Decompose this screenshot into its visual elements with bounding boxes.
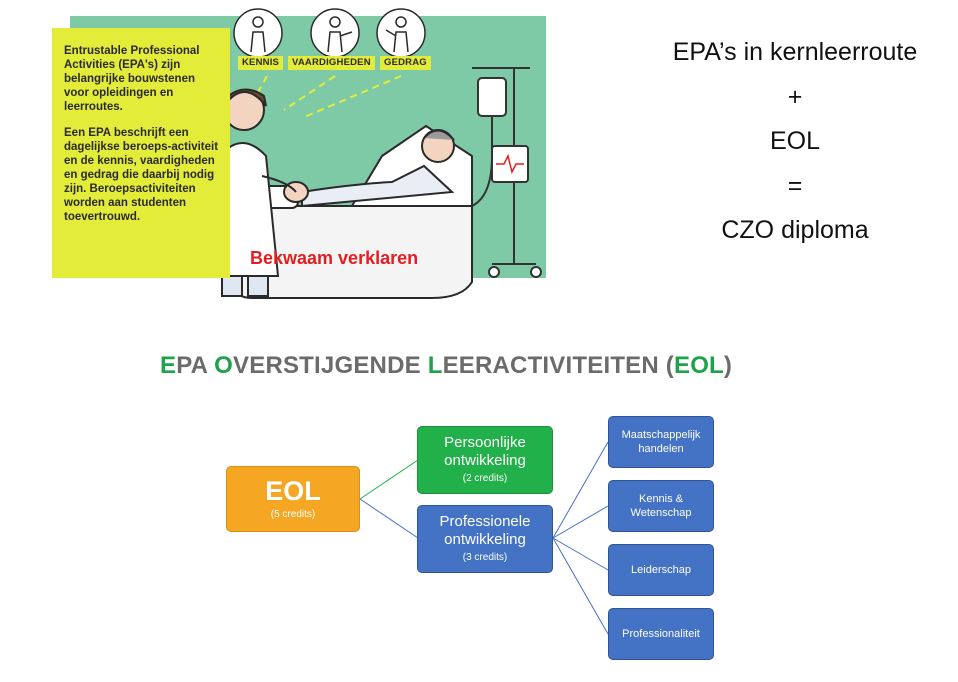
eol-heading: EPA OVERSTIJGENDE LEERACTIVITEITEN (EOL) xyxy=(160,352,732,380)
leaf-label: Professionaliteit xyxy=(622,628,700,640)
thought-bubbles xyxy=(233,8,426,58)
eol-box-title: EOL xyxy=(265,476,321,506)
heading-seg-2: O xyxy=(214,352,234,379)
persoonlijke-ontwikkeling-box: Persoonlijke ontwikkeling (2 credits) xyxy=(417,426,553,494)
heading-seg-7: ) xyxy=(723,352,733,379)
eol-box: EOL (5 credits) xyxy=(226,466,360,532)
dashed-links xyxy=(247,75,402,119)
formula-line-epa: EPA’s in kernleerroute xyxy=(672,38,918,66)
formula: EPA’s in kernleerroute + EOL = CZO diplo… xyxy=(640,30,950,253)
leaf-label: Maatschappelijk handelen xyxy=(621,429,701,455)
persoonlijke-ontwikkeling-title: Persoonlijke ontwikkeling xyxy=(444,434,526,469)
heading-seg-5: EERACTIVITEITEN ( xyxy=(442,352,674,379)
connector-prof-professionaliteit xyxy=(552,537,609,635)
epa-illustration: Entrustable Professional Activities (EPA… xyxy=(52,6,548,306)
bubble-label-vaardigheden: VAARDIGHEDEN xyxy=(288,56,375,70)
iv-stand xyxy=(471,67,542,278)
professionele-ontwikkeling-title: Professionele ontwikkeling xyxy=(439,513,531,548)
leaf-leiderschap: Leiderschap xyxy=(608,544,714,596)
professionele-ontwikkeling-credits: (3 credits) xyxy=(462,552,508,563)
eol-box-credits: (5 credits) xyxy=(270,509,316,520)
formula-plus: + xyxy=(787,82,803,111)
bubble-label-kennis: KENNIS xyxy=(238,56,284,70)
formula-equals: = xyxy=(787,171,803,200)
connector-prof-maatschappelijk xyxy=(552,441,609,539)
connector-eol-professioneel xyxy=(359,498,419,539)
persoonlijke-ontwikkeling-credits: (2 credits) xyxy=(462,473,508,484)
leaf-label: Kennis & Wetenschap xyxy=(630,493,692,519)
card-paragraph-1: Entrustable Professional Activities (EPA… xyxy=(64,45,200,113)
leaf-label: Leiderschap xyxy=(631,564,691,576)
formula-line-czo: CZO diploma xyxy=(721,216,869,244)
heading-seg-4: L xyxy=(427,352,443,379)
connector-eol-persoonlijk xyxy=(359,459,419,500)
connector-prof-kennis xyxy=(552,505,609,539)
formula-line-eol: EOL xyxy=(769,127,821,155)
leaf-maatschappelijk-handelen: Maatschappelijk handelen xyxy=(608,416,714,468)
bubble-label-gedrag: GEDRAG xyxy=(380,56,431,70)
heading-seg-0: E xyxy=(160,352,177,379)
heading-seg-1: PA xyxy=(176,352,215,379)
leaf-kennis-wetenschap: Kennis & Wetenschap xyxy=(608,480,714,532)
connector-prof-leiderschap xyxy=(552,537,609,571)
leaf-professionaliteit: Professionaliteit xyxy=(608,608,714,660)
heading-seg-6: EOL xyxy=(673,352,724,379)
heading-seg-3: VERSTIJGENDE xyxy=(233,352,428,379)
epa-explanation-card: Entrustable Professional Activities (EPA… xyxy=(52,28,230,278)
professionele-ontwikkeling-box: Professionele ontwikkeling (3 credits) xyxy=(417,505,553,573)
card-paragraph-2: Een EPA beschrijft een dagelijkse beroep… xyxy=(64,127,219,223)
bekwaam-verklaren-label: Bekwaam verklaren xyxy=(250,248,419,268)
